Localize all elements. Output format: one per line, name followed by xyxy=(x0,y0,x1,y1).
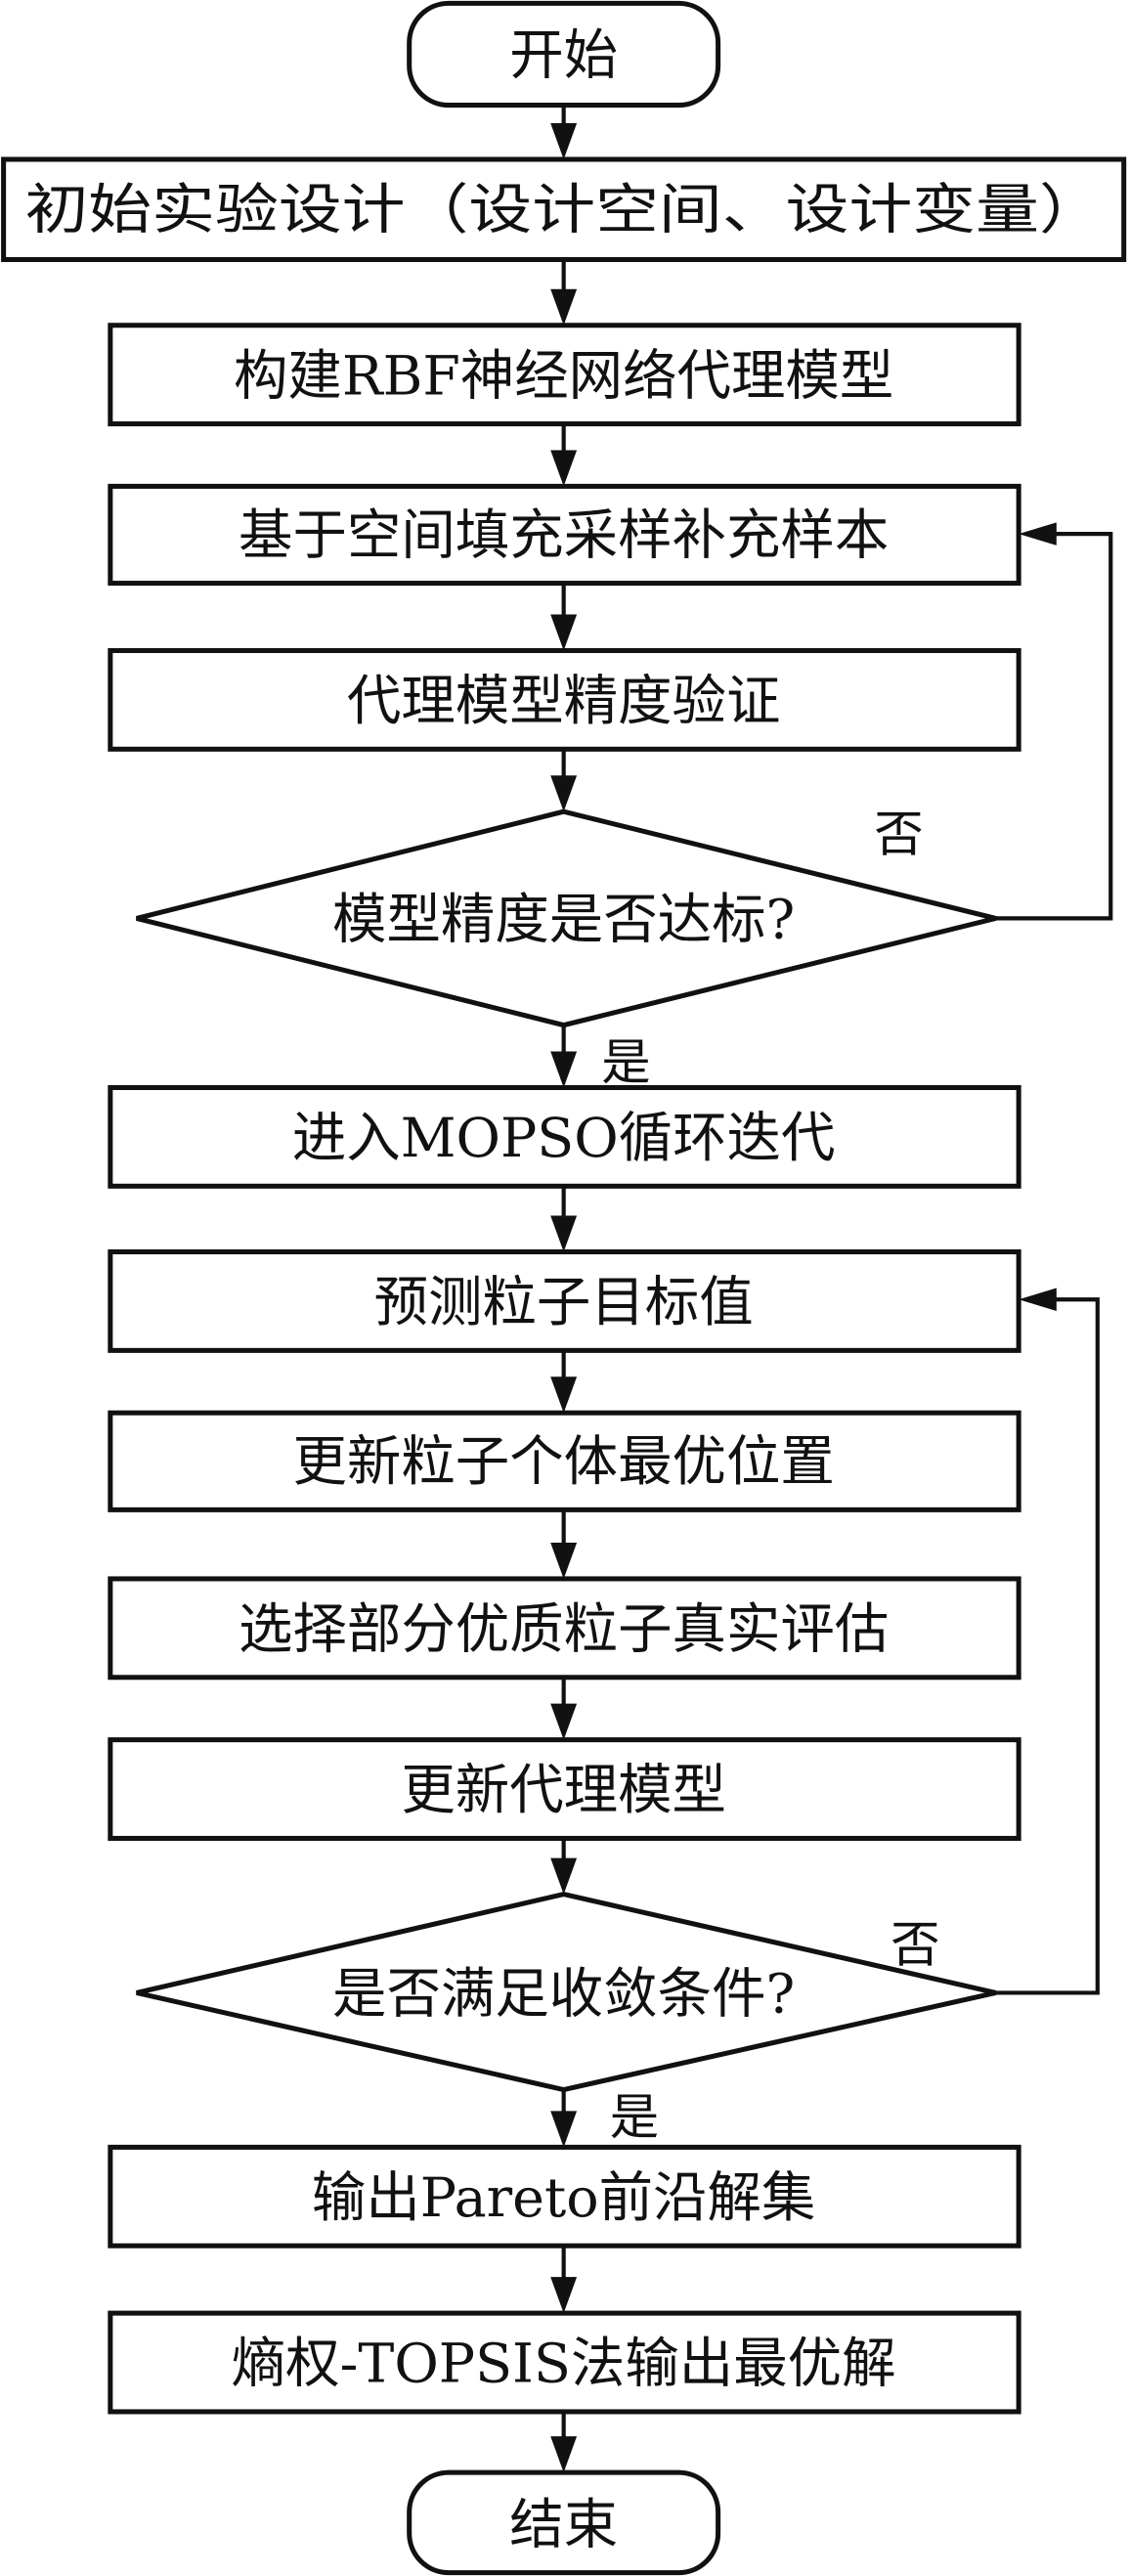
verify-box: 代理模型精度验证 xyxy=(108,647,1021,752)
pareto-box: 输出Pareto前沿解集 xyxy=(108,2144,1021,2249)
arrow-rbf-to-spacefill xyxy=(550,423,578,487)
initial-doe-label: 初始实验设计（设计空间、设计变量） xyxy=(24,180,1102,242)
mopso-box: 进入MOPSO循环迭代 xyxy=(108,1084,1021,1189)
arrow-mopso-to-predict xyxy=(550,1186,578,1252)
update-model-label: 更新代理模型 xyxy=(401,1760,726,1822)
arrow-predict-to-pbest xyxy=(550,1350,578,1414)
converge-decision-label: 是否满足收敛条件? xyxy=(332,1964,795,2027)
predict-label: 预测粒子目标值 xyxy=(374,1272,754,1334)
verify-label: 代理模型精度验证 xyxy=(347,671,781,733)
update-model-box: 更新代理模型 xyxy=(108,1737,1021,1841)
topsis-box: 熵权-TOPSIS法输出最优解 xyxy=(108,2310,1021,2415)
update-pbest-box: 更新粒子个体最优位置 xyxy=(108,1410,1021,1512)
update-pbest-label: 更新粒子个体最优位置 xyxy=(292,1431,834,1494)
predict-box: 预测粒子目标值 xyxy=(108,1249,1021,1353)
accuracy-decision: 模型精度是否达标? xyxy=(136,808,997,1028)
build-rbf-box: 构建RBF神经网络代理模型 xyxy=(108,323,1021,427)
accuracy-no-label: 否 xyxy=(874,805,923,862)
loop-converge-no xyxy=(995,1288,1100,1995)
initial-doe-box: 初始实验设计（设计空间、设计变量） xyxy=(1,156,1127,263)
accuracy-decision-label: 模型精度是否达标? xyxy=(332,890,795,952)
arrow-spacefill-to-verify xyxy=(550,583,578,651)
space-fill-box: 基于空间填充采样补充样本 xyxy=(108,483,1021,587)
arrow-pareto-to-topsis xyxy=(550,2246,578,2314)
pareto-label: 输出Pareto前沿解集 xyxy=(312,2167,815,2230)
arrow-doe-to-rbf xyxy=(550,259,578,326)
start-label: 开始 xyxy=(509,25,618,88)
arrow-decision-to-mopso xyxy=(550,1025,578,1088)
arrow-pbest-to-select xyxy=(550,1509,578,1579)
loop-accuracy-no xyxy=(995,522,1113,921)
arrow-start-to-doe xyxy=(550,105,578,160)
accuracy-yes-label: 是 xyxy=(601,1033,650,1091)
arrow-decision-to-pareto xyxy=(550,2089,578,2148)
select-eval-box: 选择部分优质粒子真实评估 xyxy=(108,1576,1021,1681)
arrow-select-to-update xyxy=(550,1677,578,1740)
arrow-topsis-to-end xyxy=(550,2411,578,2473)
converge-no-label: 否 xyxy=(890,1915,939,1973)
space-fill-label: 基于空间填充采样补充样本 xyxy=(239,504,889,567)
arrow-update-to-decision xyxy=(550,1838,578,1895)
start-terminal: 开始 xyxy=(407,0,721,109)
converge-yes-label: 是 xyxy=(610,2088,659,2146)
end-terminal: 结束 xyxy=(407,2469,721,2576)
select-eval-label: 选择部分优质粒子真实评估 xyxy=(239,1599,889,1662)
build-rbf-label: 构建RBF神经网络代理模型 xyxy=(234,345,893,408)
arrow-verify-to-decision xyxy=(550,749,578,812)
mopso-label: 进入MOPSO循环迭代 xyxy=(292,1108,836,1170)
converge-decision: 是否满足收敛条件? xyxy=(136,1892,997,2093)
topsis-label: 熵权-TOPSIS法输出最优解 xyxy=(232,2334,896,2396)
end-label: 结束 xyxy=(509,2494,618,2556)
